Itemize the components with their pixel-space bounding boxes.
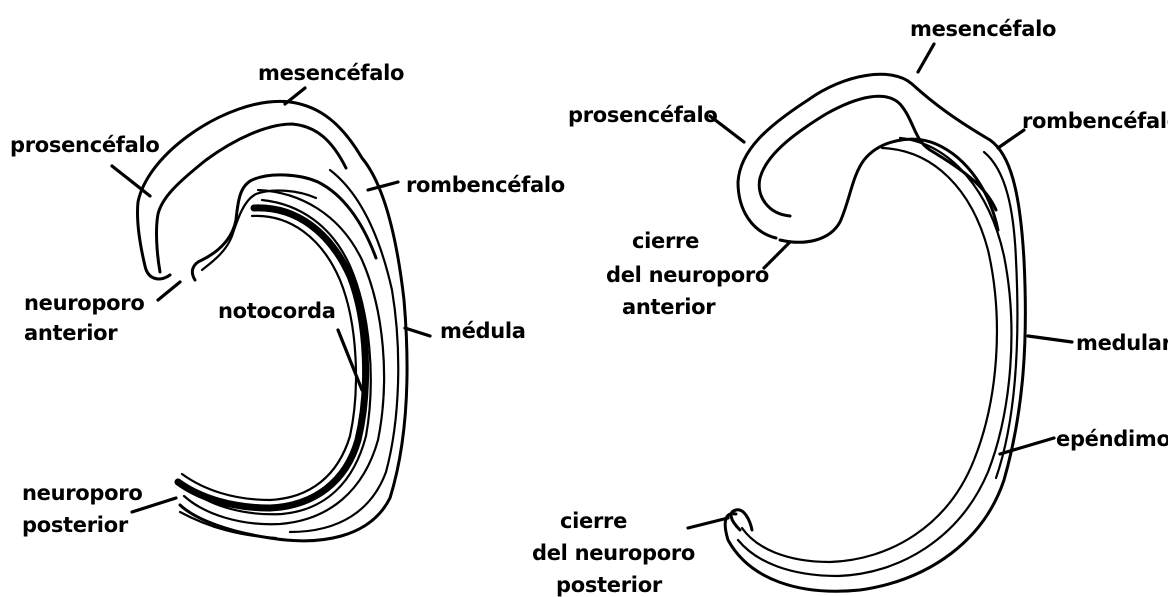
right-leader-cierre-posterior: [688, 518, 728, 528]
left-label-prosencefalo: prosencéfalo: [10, 133, 160, 157]
left-leader-medula: [405, 328, 430, 336]
left-layer-1: [184, 190, 384, 524]
left-label-neuroporo-anterior-1: neuroporo: [24, 291, 144, 315]
right-label-cierre-anterior-2: del neuroporo: [606, 263, 769, 287]
left-neural-tube-diagram: mesencéfalo prosencéfalo rombencéfalo ne…: [10, 61, 565, 541]
right-label-medula: medular: [1076, 331, 1168, 355]
right-label-cierre-posterior-3: posterior: [556, 573, 663, 597]
right-tube-inner-wall: [759, 96, 996, 216]
right-label-ependimo: epéndimo: [1056, 427, 1168, 451]
right-leader-rombencefalo: [998, 130, 1024, 148]
right-label-cierre-anterior-1: cierre: [632, 229, 699, 253]
right-label-cierre-posterior-2: del neuroporo: [532, 541, 695, 565]
left-leader-notocorda: [338, 330, 362, 390]
right-leader-mesencefalo: [918, 44, 934, 72]
right-label-rombencefalo: rombencéfalo: [1022, 109, 1168, 133]
left-label-rombencefalo: rombencéfalo: [406, 173, 565, 197]
left-label-neuroporo-anterior-2: anterior: [24, 321, 118, 345]
right-neural-tube-diagram: mesencéfalo prosencéfalo rombencéfalo ci…: [532, 17, 1168, 597]
right-label-mesencefalo: mesencéfalo: [910, 17, 1056, 41]
left-label-mesencefalo: mesencéfalo: [258, 61, 404, 85]
left-label-notocorda: notocorda: [218, 299, 336, 323]
right-layer-2: [738, 138, 1011, 576]
left-label-medula: médula: [440, 319, 526, 343]
left-label-neuroporo-posterior-2: posterior: [22, 513, 129, 537]
right-label-cierre-posterior-1: cierre: [560, 509, 627, 533]
right-layer-1: [742, 148, 997, 562]
right-label-cierre-anterior-3: anterior: [622, 295, 716, 319]
left-leader-neuroporo-anterior: [158, 282, 180, 300]
right-leader-ependimo: [1000, 438, 1054, 454]
right-anterior-closure: [780, 139, 998, 242]
right-label-prosencefalo: prosencéfalo: [568, 103, 718, 127]
right-tube-outer-wall: [725, 74, 1025, 591]
left-anterior-lip-inner: [202, 191, 316, 270]
left-notochord-edge: [182, 216, 356, 500]
left-leader-rombencefalo: [368, 182, 398, 190]
left-label-neuroporo-posterior-1: neuroporo: [22, 481, 142, 505]
right-leader-medula: [1028, 336, 1072, 342]
